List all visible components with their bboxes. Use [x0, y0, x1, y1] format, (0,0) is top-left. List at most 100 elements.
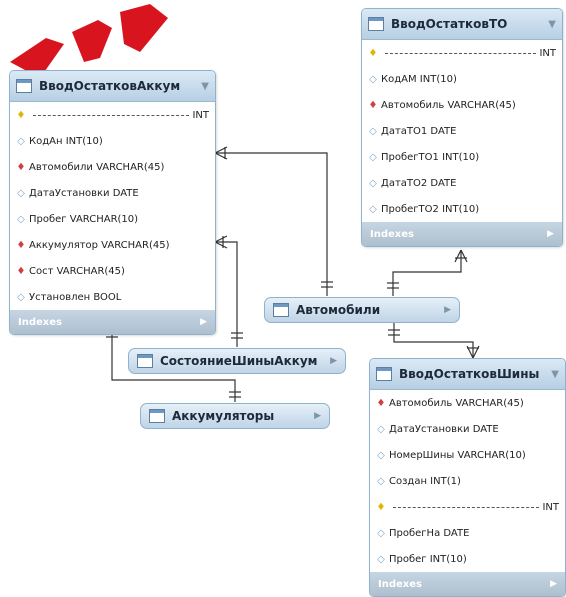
column-label: ПробегНа DATE	[389, 527, 470, 539]
column-row[interactable]: ◇ ДатаТО1 DATE	[362, 118, 562, 144]
blue-diamond-icon: ◇	[377, 475, 385, 487]
blue-diamond-icon: ◇	[377, 553, 385, 565]
table-icon	[376, 367, 392, 381]
column-label: ДатаТО2 DATE	[381, 177, 457, 189]
column-label: Автомобиль VARCHAR(45)	[381, 99, 516, 111]
expand-arrow-icon[interactable]: ▶	[444, 305, 451, 315]
relation-akkum-avtomobili	[215, 152, 328, 296]
column-row[interactable]: ♦Сост VARCHAR(45)	[10, 258, 215, 284]
red-diamond-icon: ♦	[376, 397, 386, 409]
column-row[interactable]: ◇ ДатаТО2 DATE	[362, 170, 562, 196]
red-diamond-icon: ♦	[368, 99, 378, 111]
column-label: Установлен BOOL	[29, 291, 122, 303]
column-label: Пробег INT(10)	[389, 553, 467, 565]
indexes-section[interactable]: Indexes ▶	[362, 222, 562, 246]
column-row[interactable]: ◇ Установлен BOOL	[10, 284, 215, 310]
table-header[interactable]: ВводОстатковШины ▼	[370, 359, 565, 390]
blue-diamond-icon: ◇	[369, 151, 377, 163]
column-type: INT	[539, 47, 556, 59]
column-row[interactable]: ♦ INT	[362, 40, 562, 66]
indexes-section[interactable]: Indexes ▶	[10, 310, 215, 334]
table-title: ВводОстатковАккум	[39, 79, 181, 93]
blue-diamond-icon: ◇	[369, 125, 377, 137]
collapse-arrow-icon[interactable]: ▼	[551, 368, 559, 380]
column-label: НомерШины VARCHAR(10)	[389, 449, 526, 461]
blue-diamond-icon: ◇	[369, 73, 377, 85]
column-row[interactable]: ♦Автомобили VARCHAR(45)	[10, 154, 215, 180]
red-diamond-icon: ♦	[16, 265, 26, 277]
table-icon	[16, 79, 32, 93]
table-sostoyanie-shiny-akkum[interactable]: СостояниеШиныАккум ▶	[128, 348, 346, 374]
column-label: ПробегТО1 INT(10)	[381, 151, 480, 163]
column-row[interactable]: ♦ INT	[10, 102, 215, 128]
table-icon	[149, 409, 165, 423]
table-akkumulyatory[interactable]: Аккумуляторы ▶	[140, 403, 330, 429]
column-row[interactable]: ◇ ПробегТО2 INT(10)	[362, 196, 562, 222]
table-icon	[368, 17, 384, 31]
column-label: Автомобили VARCHAR(45)	[29, 161, 165, 173]
table-title: Автомобили	[296, 303, 381, 317]
column-row[interactable]: ◇ КодАМ INT(10)	[362, 66, 562, 92]
column-row[interactable]: ◇Пробег VARCHAR(10)	[10, 206, 215, 232]
column-row[interactable]: ♦Автомобиль VARCHAR(45)	[362, 92, 562, 118]
column-row[interactable]: ◇ДатаУстановки DATE	[10, 180, 215, 206]
table-avtomobili[interactable]: Автомобили ▶	[264, 297, 460, 323]
column-type: INT	[542, 501, 559, 513]
red-diamond-icon: ♦	[16, 239, 26, 251]
column-label: КодАМ INT(10)	[381, 73, 457, 85]
blue-diamond-icon: ◇	[369, 177, 377, 189]
column-label: Автомобиль VARCHAR(45)	[389, 397, 524, 409]
column-label: ДатаТО1 DATE	[381, 125, 457, 137]
column-row[interactable]: ◇ ПробегНа DATE	[370, 520, 565, 546]
table-vvod-ostatkov-akkum[interactable]: ВводОстатковАккум ▼ ♦INT ◇КодАн INT(10) …	[9, 70, 216, 335]
column-row[interactable]: ◇НомерШины VARCHAR(10)	[370, 442, 565, 468]
column-type: INT	[192, 109, 209, 121]
expand-arrow-icon[interactable]: ▶	[547, 229, 554, 239]
indexes-label: Indexes	[18, 316, 62, 328]
column-label: Аккумулятор VARCHAR(45)	[29, 239, 170, 251]
relation-akkum-sostoyanie	[215, 241, 238, 347]
red-diamond-icon: ♦	[16, 161, 26, 173]
column-row[interactable]: ♦INT	[370, 494, 565, 520]
table-icon	[137, 354, 153, 368]
column-row[interactable]: ♦Автомобиль VARCHAR(45)	[370, 390, 565, 416]
collapse-arrow-icon[interactable]: ▼	[201, 80, 209, 92]
blue-diamond-icon: ◇	[377, 527, 385, 539]
table-vvod-ostatkov-shiny[interactable]: ВводОстатковШины ▼ ♦Автомобиль VARCHAR(4…	[369, 358, 566, 597]
expand-arrow-icon[interactable]: ▶	[550, 579, 557, 589]
blue-diamond-icon: ◇	[369, 203, 377, 215]
column-placeholder-line	[385, 52, 537, 54]
blue-diamond-icon: ◇	[17, 135, 25, 147]
expand-arrow-icon[interactable]: ▶	[200, 317, 207, 327]
column-row[interactable]: ◇ КодАн INT(10)	[10, 128, 215, 154]
column-label: ДатаУстановки DATE	[389, 423, 499, 435]
column-row[interactable]: ◇ДатаУстановки DATE	[370, 416, 565, 442]
table-title: Аккумуляторы	[172, 409, 275, 423]
expand-arrow-icon[interactable]: ▶	[314, 411, 321, 421]
column-label: ПробегТО2 INT(10)	[381, 203, 480, 215]
expand-arrow-icon[interactable]: ▶	[330, 356, 337, 366]
blue-diamond-icon: ◇	[17, 291, 25, 303]
table-icon	[273, 303, 289, 317]
column-placeholder-line	[393, 506, 540, 508]
key-icon: ♦	[368, 47, 378, 59]
collapse-arrow-icon[interactable]: ▼	[548, 18, 556, 30]
table-header[interactable]: ВводОстатковАккум ▼	[10, 71, 215, 102]
column-row[interactable]: ◇ Пробег INT(10)	[370, 546, 565, 572]
table-title: СостояниеШиныАккум	[160, 354, 318, 368]
column-row[interactable]: ♦Аккумулятор VARCHAR(45)	[10, 232, 215, 258]
indexes-section[interactable]: Indexes ▶	[370, 572, 565, 596]
key-icon: ♦	[16, 109, 26, 121]
relation-avtomobili-shiny	[393, 322, 474, 358]
column-row[interactable]: ◇ ПробегТО1 INT(10)	[362, 144, 562, 170]
blue-diamond-icon: ◇	[17, 213, 25, 225]
column-label: КодАн INT(10)	[29, 135, 103, 147]
table-header[interactable]: ВводОстатковТО ▼	[362, 9, 562, 40]
column-label: Сост VARCHAR(45)	[29, 265, 125, 277]
relation-akkum-akkumulyatory	[111, 327, 236, 402]
column-row[interactable]: ◇Создан INT(1)	[370, 468, 565, 494]
indexes-label: Indexes	[370, 228, 414, 240]
table-vvod-ostatkov-to[interactable]: ВводОстатковТО ▼ ♦INT ◇КодАМ INT(10) ♦Ав…	[361, 8, 563, 247]
column-placeholder-line	[33, 114, 190, 116]
